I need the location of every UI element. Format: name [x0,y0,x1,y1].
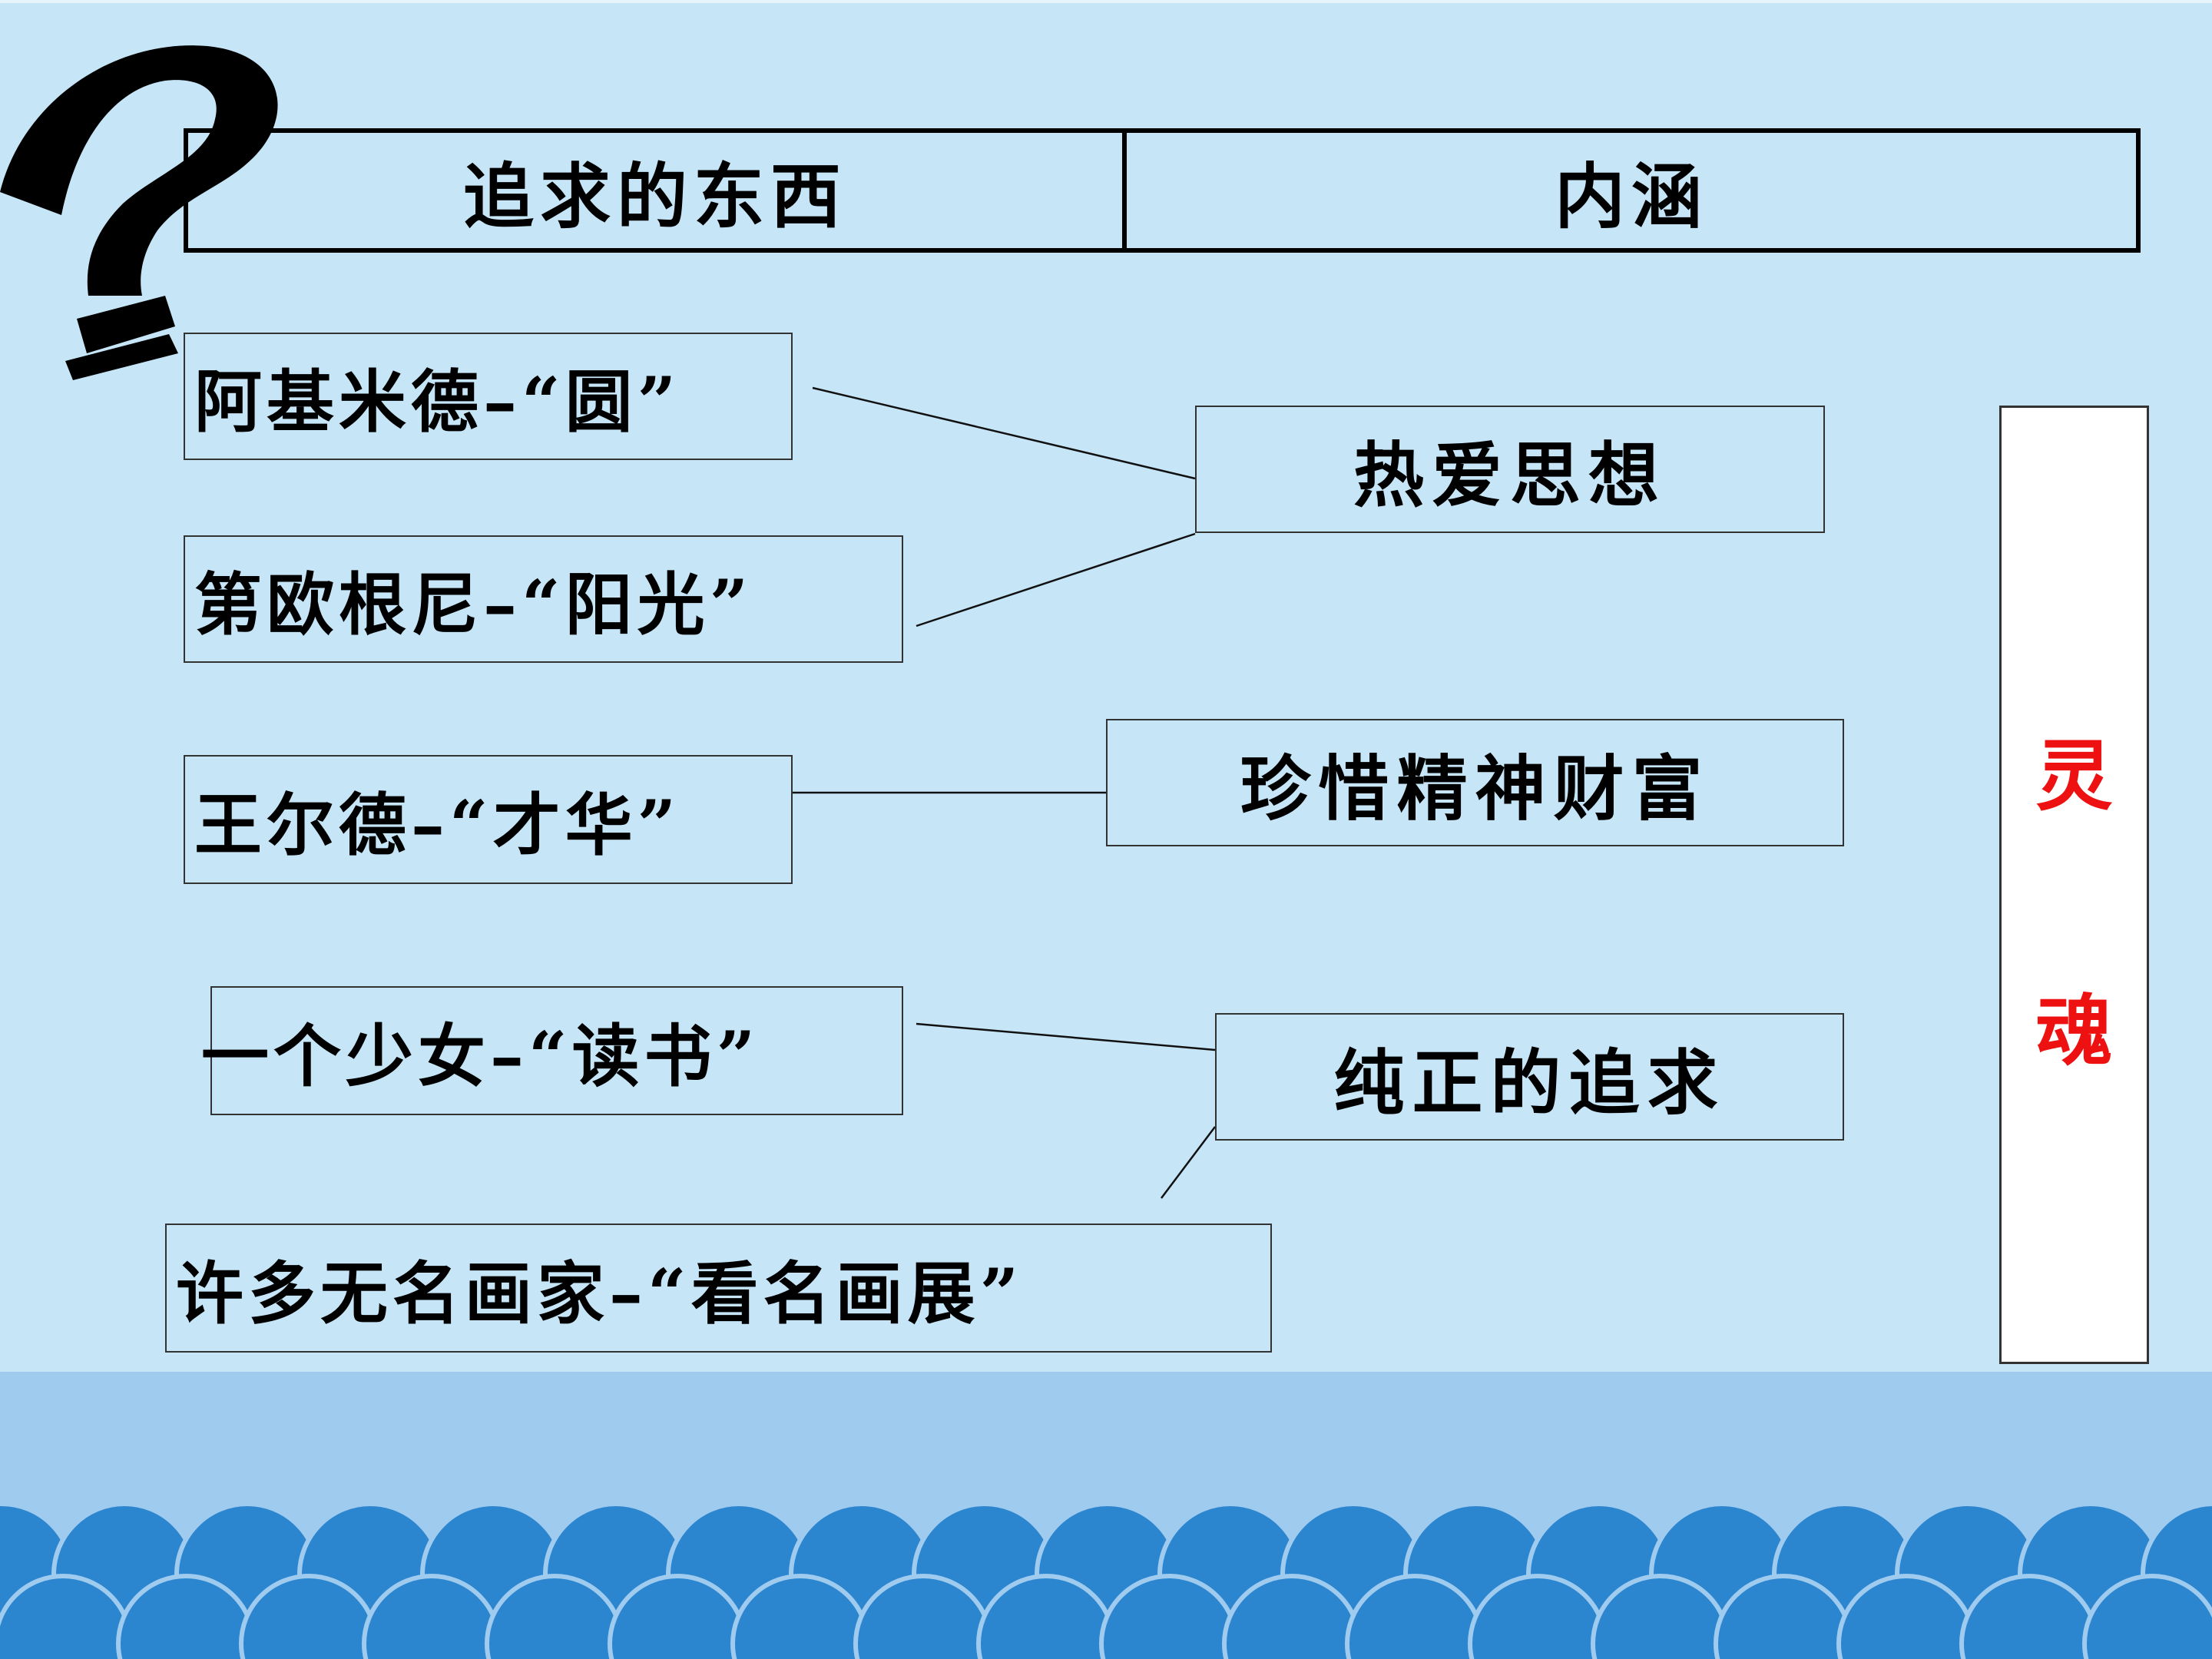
item-wilde: 王尔德–“才华” [184,755,793,884]
meaning-love-thought: 热爱思想 [1195,406,1825,533]
header-meaning: 内涵 [1554,154,1708,238]
meaning-pure-pursuit-label: 纯正的追求 [1333,1041,1726,1124]
question-mark-icon [0,45,278,380]
item-archimedes-label: 阿基米德–“圆” [194,361,681,442]
meaning-love-thought-label: 热爱思想 [1353,433,1667,517]
item-girl: 一个少女–“读书” [201,986,903,1115]
header-pursuit: 追求的东西 [188,133,1127,248]
top-border [0,0,2212,3]
item-painters: 许多无名画家–“看名画展” [165,1224,1272,1353]
item-diogenes-label: 第欧根尼–“阳光” [194,564,753,644]
item-painters-label: 许多无名画家–“看名画展” [176,1253,1024,1333]
item-wilde-label: 王尔德–“才华” [194,784,681,865]
wave-scallops [0,1502,2212,1659]
item-girl-label: 一个少女–“读书” [201,1015,760,1096]
soul-char-2: 魂 [2035,985,2113,1076]
soul-char-1: 灵 [2035,730,2113,821]
item-diogenes: 第欧根尼–“阳光” [184,535,903,663]
header-table: 追求的东西 内涵 [184,128,2141,253]
soul-box: 灵 魂 [1999,406,2149,1364]
meaning-cherish-wealth: 珍惜精神财富 [1106,719,1844,846]
meaning-cherish-wealth-label: 珍惜精神财富 [1240,747,1710,830]
meaning-pure-pursuit: 纯正的追求 [1215,1013,1844,1141]
item-archimedes: 阿基米德–“圆” [184,333,793,460]
